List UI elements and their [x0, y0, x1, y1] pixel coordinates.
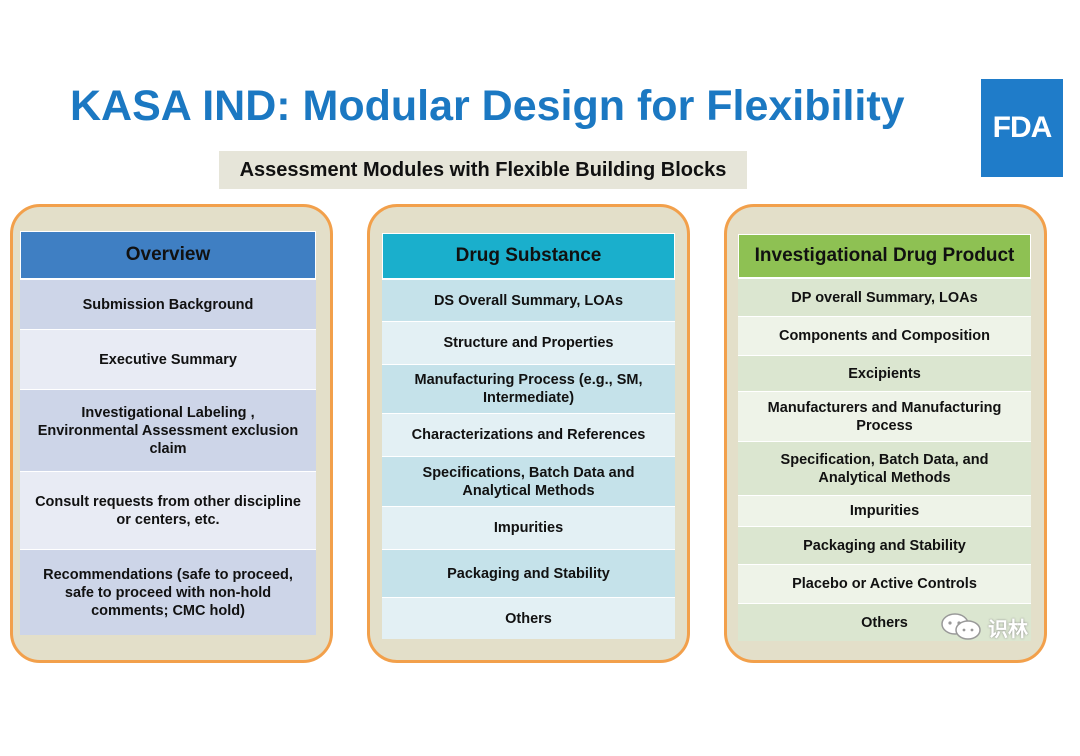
drug-substance-item: Structure and Properties: [382, 321, 675, 364]
overview-item: Executive Summary: [20, 329, 316, 389]
drug-product-item: Specification, Batch Data, and Analytica…: [738, 441, 1031, 495]
drug-substance-item: Characterizations and References: [382, 413, 675, 456]
drug-substance-header: Drug Substance: [382, 233, 675, 279]
drug-product-item: DP overall Summary, LOAs: [738, 278, 1031, 316]
drug-product-column: Investigational Drug Product DP overall …: [738, 234, 1031, 641]
overview-column: Overview Submission Background Executive…: [20, 231, 316, 635]
drug-substance-item: Specifications, Batch Data and Analytica…: [382, 456, 675, 506]
drug-substance-item: Packaging and Stability: [382, 549, 675, 597]
drug-substance-item: Impurities: [382, 506, 675, 549]
fda-logo: FDA: [981, 79, 1063, 177]
fda-logo-text: FDA: [992, 111, 1053, 144]
chat-bubbles-icon: [941, 613, 981, 640]
slide-title: KASA IND: Modular Design for Flexibility: [70, 82, 905, 130]
overview-item: Submission Background: [20, 279, 316, 329]
watermark-text: 识林: [988, 618, 1028, 641]
drug-product-item: Packaging and Stability: [738, 526, 1031, 564]
drug-product-item: Manufacturers and Manufacturing Process: [738, 391, 1031, 441]
drug-product-header: Investigational Drug Product: [738, 234, 1031, 278]
drug-substance-column: Drug Substance DS Overall Summary, LOAs …: [382, 233, 675, 639]
overview-item: Recommendations (safe to proceed, safe t…: [20, 549, 316, 635]
watermark: 识林: [940, 612, 1028, 642]
drug-product-item: Placebo or Active Controls: [738, 564, 1031, 603]
overview-item: Consult requests from other discipline o…: [20, 471, 316, 549]
overview-header: Overview: [20, 231, 316, 279]
drug-product-item: Excipients: [738, 355, 1031, 391]
drug-substance-item: DS Overall Summary, LOAs: [382, 279, 675, 321]
drug-product-item: Components and Composition: [738, 316, 1031, 355]
drug-substance-item: Manufacturing Process (e.g., SM, Interme…: [382, 364, 675, 413]
slide-subtitle: Assessment Modules with Flexible Buildin…: [219, 151, 747, 189]
drug-product-item: Impurities: [738, 495, 1031, 526]
drug-substance-item: Others: [382, 597, 675, 639]
overview-item: Investigational Labeling , Environmental…: [20, 389, 316, 471]
drug-product-item: Others: [738, 603, 1031, 641]
